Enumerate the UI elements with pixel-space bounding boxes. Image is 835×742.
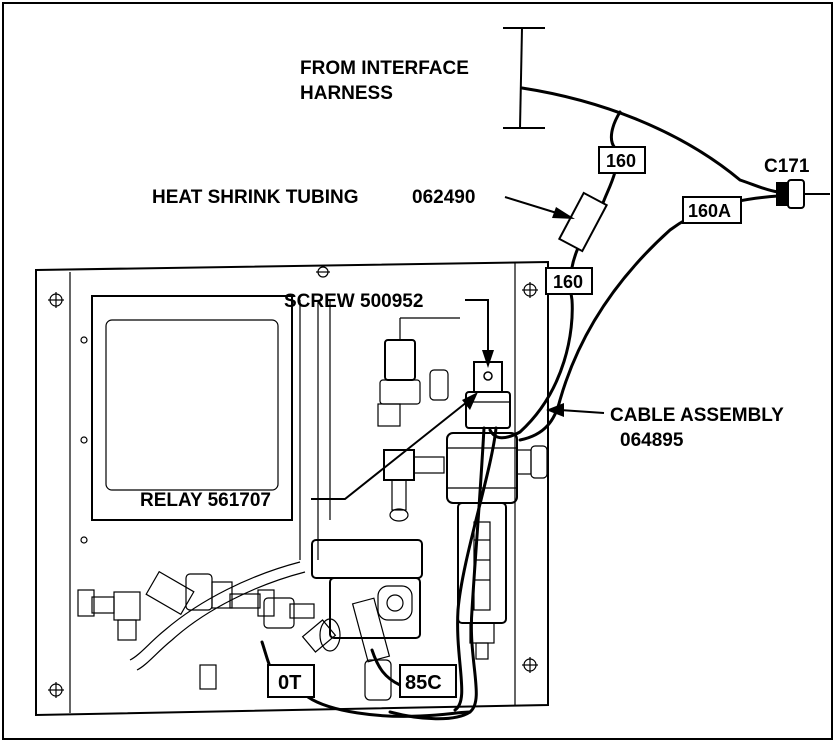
svg-text:0T: 0T <box>278 672 301 694</box>
callout-interface-harness-line1: FROM INTERFACE <box>300 58 469 79</box>
wire-label-0t: 0T <box>267 664 315 698</box>
air-line-tubing <box>129 561 306 671</box>
mounting-panel <box>35 260 549 717</box>
wire-label-160-top: 160 <box>598 146 646 174</box>
svg-text:160: 160 <box>606 151 636 171</box>
air-filter <box>446 432 548 660</box>
regulator-valve <box>377 317 460 427</box>
lower-fittings <box>77 570 337 690</box>
callout-connector-c171: C171 <box>764 156 810 177</box>
callout-screw: SCREW 500952 <box>284 291 423 312</box>
callout-cable-assembly-line2: 064895 <box>620 430 684 451</box>
heat-shrink-tubing <box>557 191 609 253</box>
callout-cable-assembly-line1: CABLE ASSEMBLY <box>610 405 784 426</box>
svg-text:85C: 85C <box>405 672 442 694</box>
wire-label-85c: 85C <box>399 664 457 698</box>
screw-head <box>483 371 493 381</box>
mounting-hole <box>522 282 538 298</box>
svg-text:160A: 160A <box>688 201 731 221</box>
callout-interface-harness-line2: HARNESS <box>300 83 393 104</box>
mounting-hole <box>522 657 538 673</box>
connector-c171 <box>776 179 830 209</box>
mounting-hole <box>48 682 64 698</box>
wire-label-160-lower: 160 <box>545 267 593 295</box>
callout-relay: RELAY 561707 <box>140 490 271 511</box>
callout-heat-shrink: HEAT SHRINK TUBING <box>152 187 359 208</box>
wire-harness <box>260 27 780 721</box>
leader-lines <box>311 196 605 500</box>
wire-label-160a: 160A <box>682 196 742 224</box>
valve-manifold <box>311 539 423 701</box>
mounting-hole <box>316 266 330 278</box>
svg-text:160: 160 <box>553 272 583 292</box>
mounting-hole <box>48 292 64 308</box>
callout-heat-shrink-part: 062490 <box>412 187 475 208</box>
tee-fitting <box>383 449 445 522</box>
